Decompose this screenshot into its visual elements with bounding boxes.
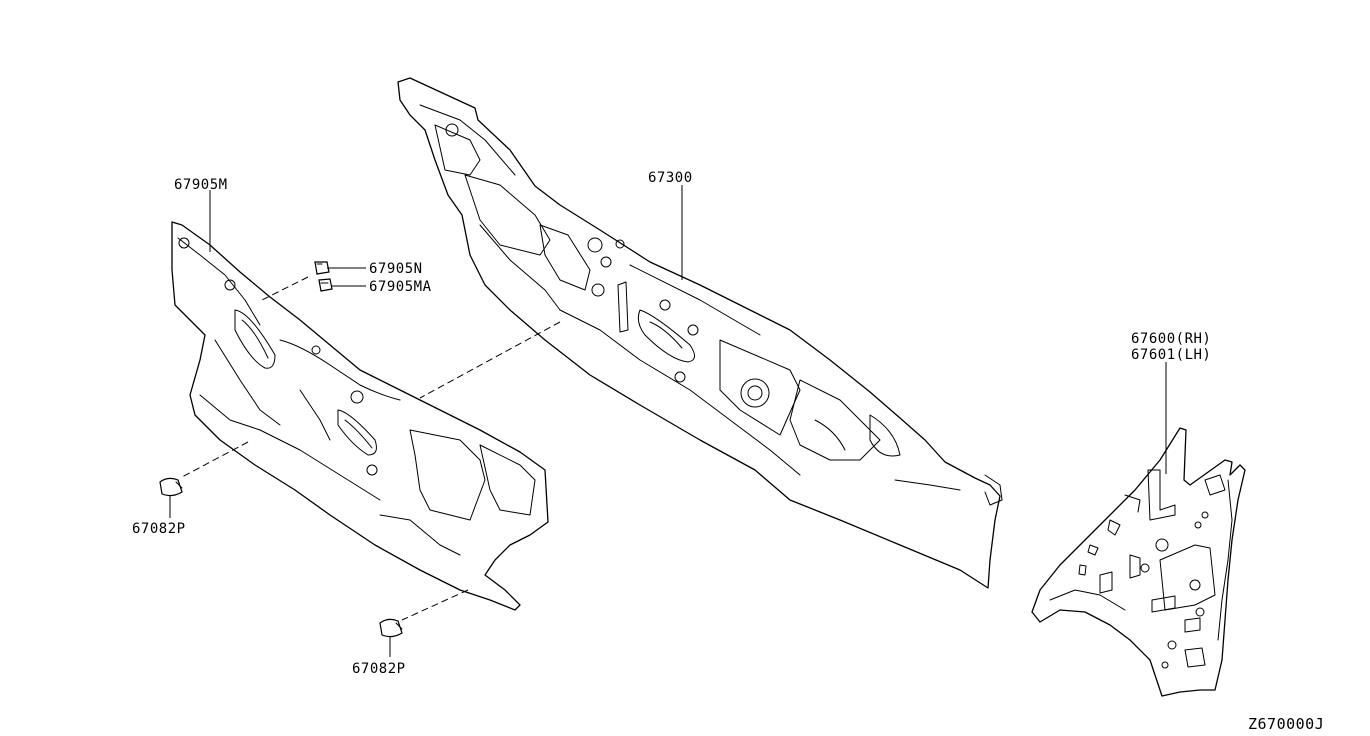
label-67600-rh: 67600(RH) (1131, 331, 1211, 347)
clip-67082P-upper[interactable] (159, 477, 183, 497)
label-67601-lh: 67601(LH) (1131, 347, 1211, 363)
leader-lines (169, 185, 1167, 657)
label-67905M: 67905M (174, 177, 228, 193)
clip-67905MA[interactable] (318, 278, 333, 292)
dash-insulator-67905M[interactable] (171, 221, 549, 611)
label-67905N: 67905N (369, 261, 423, 277)
clip-67082P-lower[interactable] (379, 618, 403, 638)
side-panel-67600-67601[interactable] (1031, 427, 1246, 697)
label-67300: 67300 (648, 170, 693, 186)
label-67082P-upper: 67082P (132, 521, 186, 537)
dash-panel-67300[interactable] (397, 77, 1003, 589)
clip-67905N[interactable] (314, 261, 330, 275)
label-67082P-lower: 67082P (352, 661, 406, 677)
attachment-lines (181, 276, 561, 621)
figure-code: Z670000J (1248, 715, 1324, 733)
label-67905MA: 67905MA (369, 279, 432, 295)
